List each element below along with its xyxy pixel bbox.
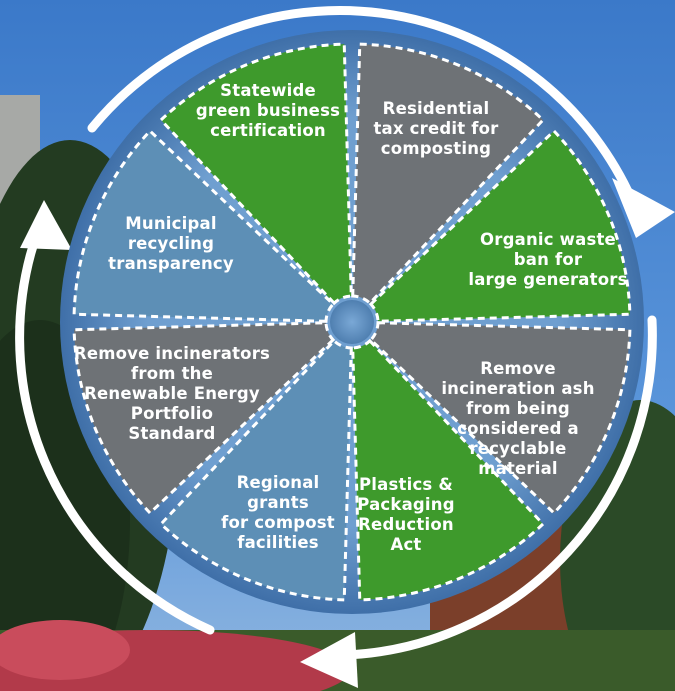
segment-incinerators [72, 321, 336, 516]
segment-label-line: certification [210, 121, 326, 140]
arrow-head-bottom [300, 632, 358, 688]
cycle-arrows [15, 5, 657, 660]
segment-label-line: Remove [480, 359, 556, 378]
segment-label-line: incineration ash [441, 379, 594, 398]
segment-label-line: Municipal [125, 214, 216, 233]
segment-label-line: considered a [457, 419, 579, 438]
segment-plastics [351, 338, 546, 602]
segment-label-line: for compost [221, 513, 335, 532]
arrow-heads [20, 178, 675, 688]
segment-label-line: composting [381, 139, 491, 158]
segment-label-line: green business [196, 101, 340, 120]
arrow-head-top-right [612, 178, 675, 238]
segment-label-line: Standard [128, 424, 215, 443]
segment-label-line: recycling [128, 234, 214, 253]
arrow-arc-top [87, 5, 637, 205]
arrow-head-left [20, 200, 72, 250]
segment-label-line: Statewide [220, 81, 316, 100]
segment-compost-grants [158, 338, 353, 602]
wheel-segments [72, 42, 632, 602]
segment-label-line: from being [466, 399, 570, 418]
segment-label-line: Packaging [357, 495, 455, 514]
segment-label-line: material [478, 459, 558, 478]
segment-label-line: Act [390, 535, 421, 554]
segment-label-line: Reduction [358, 515, 454, 534]
segment-ash [368, 321, 632, 516]
wheel-hub [330, 300, 374, 344]
segment-label-line: Residential [383, 99, 490, 118]
arrow-arc-right [340, 315, 657, 660]
segment-label-line: Regional [237, 473, 320, 492]
segment-label-line: tax credit for [373, 119, 499, 138]
segment-recycling [72, 128, 336, 323]
segment-label-line: Remove incinerators [74, 344, 270, 363]
segment-label-line: Portfolio [131, 404, 213, 423]
segment-compost-credit [351, 42, 546, 306]
segment-label-line: Renewable Energy [84, 384, 260, 403]
segment-green-biz [158, 42, 353, 306]
segment-label-line: recyclable [469, 439, 566, 458]
segment-organic-ban [368, 128, 632, 323]
segment-label-line: grants [247, 493, 309, 512]
segment-label-line: large generators [468, 270, 627, 289]
segment-label-line: facilities [237, 533, 319, 552]
segment-label-line: Organic waste [480, 230, 616, 249]
segment-label-line: ban for [514, 250, 583, 269]
segment-label-line: Plastics & [359, 475, 453, 494]
arrow-arc-left [15, 220, 215, 635]
segment-label-line: transparency [108, 254, 234, 273]
segment-label-line: from the [131, 364, 213, 383]
